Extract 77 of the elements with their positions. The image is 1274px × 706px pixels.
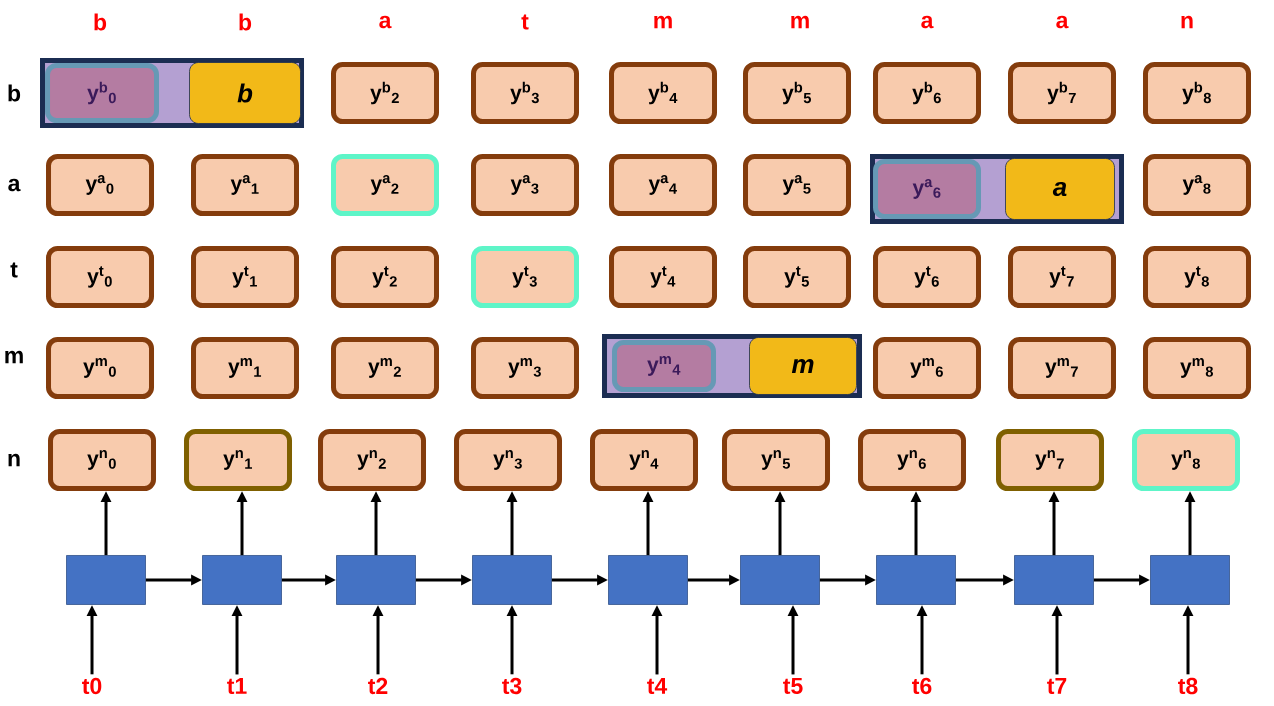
column-letter: a	[1056, 15, 1069, 29]
output-box: y$^{t}$0	[46, 246, 154, 308]
time-step-label: t5	[783, 677, 803, 694]
output-box: y$^{a}$2	[331, 154, 439, 216]
output-box: y$^{t}$8	[1143, 246, 1251, 308]
output-box: y$^{a}$6	[873, 159, 981, 219]
output-box: y$^{m}$2	[331, 337, 439, 399]
output-box: y$^{n}$6	[858, 429, 966, 491]
output-box: y$^{m}$7	[1008, 337, 1116, 399]
rnn-cell	[66, 555, 146, 605]
output-box: y$^{m}$0	[46, 337, 154, 399]
output-box: y$^{t}$1	[191, 246, 299, 308]
output-box: y$^{n}$4	[590, 429, 698, 491]
time-step-label: t2	[368, 677, 388, 695]
row-letter: t	[10, 262, 18, 278]
column-letter: m	[654, 15, 672, 29]
column-letter: b	[239, 13, 252, 31]
output-box: y$^{t}$4	[609, 246, 717, 308]
output-box: y$^{b}$7	[1008, 62, 1116, 124]
output-box: y$^{m}$4	[612, 340, 716, 392]
output-box: y$^{n}$7	[996, 429, 1104, 491]
time-step-label: t3	[502, 677, 522, 695]
time-step-label: t4	[647, 678, 668, 694]
output-box: y$^{a}$3	[471, 154, 579, 216]
time-step-label: t8	[1178, 677, 1198, 695]
column-letter: m	[791, 15, 809, 29]
character-box: a	[1005, 158, 1115, 220]
rnn-cell	[740, 555, 820, 605]
output-box: y$^{n}$3	[454, 429, 562, 491]
rnn-cell	[472, 555, 552, 605]
character-box: b	[189, 62, 301, 124]
output-box: y$^{a}$8	[1143, 154, 1251, 216]
output-box: y$^{m}$3	[471, 337, 579, 399]
output-box: y$^{n}$8	[1132, 429, 1240, 491]
time-step-label: t0	[82, 677, 102, 695]
output-box: y$^{t}$3	[471, 246, 579, 308]
output-box: y$^{t}$7	[1008, 246, 1116, 308]
rnn-cell	[608, 555, 688, 605]
rnn-cell	[1014, 555, 1094, 605]
row-letter: b	[8, 84, 21, 102]
output-box: y$^{n}$1	[184, 429, 292, 491]
time-step-label: t1	[227, 678, 247, 694]
time-step-label: t6	[912, 677, 932, 695]
output-box: y$^{a}$0	[46, 154, 154, 216]
time-step-label: t7	[1047, 678, 1067, 694]
output-box: y$^{n}$2	[318, 429, 426, 491]
rnn-cell	[336, 555, 416, 605]
character-box: m	[749, 337, 857, 395]
output-box: y$^{n}$0	[48, 429, 156, 491]
output-box: y$^{a}$5	[743, 154, 851, 216]
output-box: y$^{n}$5	[722, 429, 830, 491]
column-letter: t	[521, 14, 529, 30]
output-box: y$^{b}$2	[331, 62, 439, 124]
column-letter: n	[1181, 15, 1193, 29]
output-box: y$^{b}$5	[743, 62, 851, 124]
row-letter: n	[8, 453, 20, 467]
output-box: y$^{m}$1	[191, 337, 299, 399]
column-letter: b	[94, 13, 107, 31]
output-box: y$^{t}$2	[331, 246, 439, 308]
output-box: y$^{b}$4	[609, 62, 717, 124]
rnn-cell	[876, 555, 956, 605]
output-box: y$^{m}$6	[873, 337, 981, 399]
output-box: y$^{m}$8	[1143, 337, 1251, 399]
column-letter: a	[379, 15, 392, 29]
output-box: y$^{b}$6	[873, 62, 981, 124]
output-box: y$^{a}$4	[609, 154, 717, 216]
output-box: y$^{t}$6	[873, 246, 981, 308]
output-box: y$^{b}$0	[45, 63, 159, 123]
column-letter: a	[921, 15, 934, 29]
output-box: y$^{t}$5	[743, 246, 851, 308]
rnn-cell	[1150, 555, 1230, 605]
row-letter: a	[8, 178, 21, 192]
output-box: y$^{a}$1	[191, 154, 299, 216]
output-box: y$^{b}$8	[1143, 62, 1251, 124]
row-letter: m	[5, 350, 23, 364]
rnn-cell	[202, 555, 282, 605]
output-box: y$^{b}$3	[471, 62, 579, 124]
